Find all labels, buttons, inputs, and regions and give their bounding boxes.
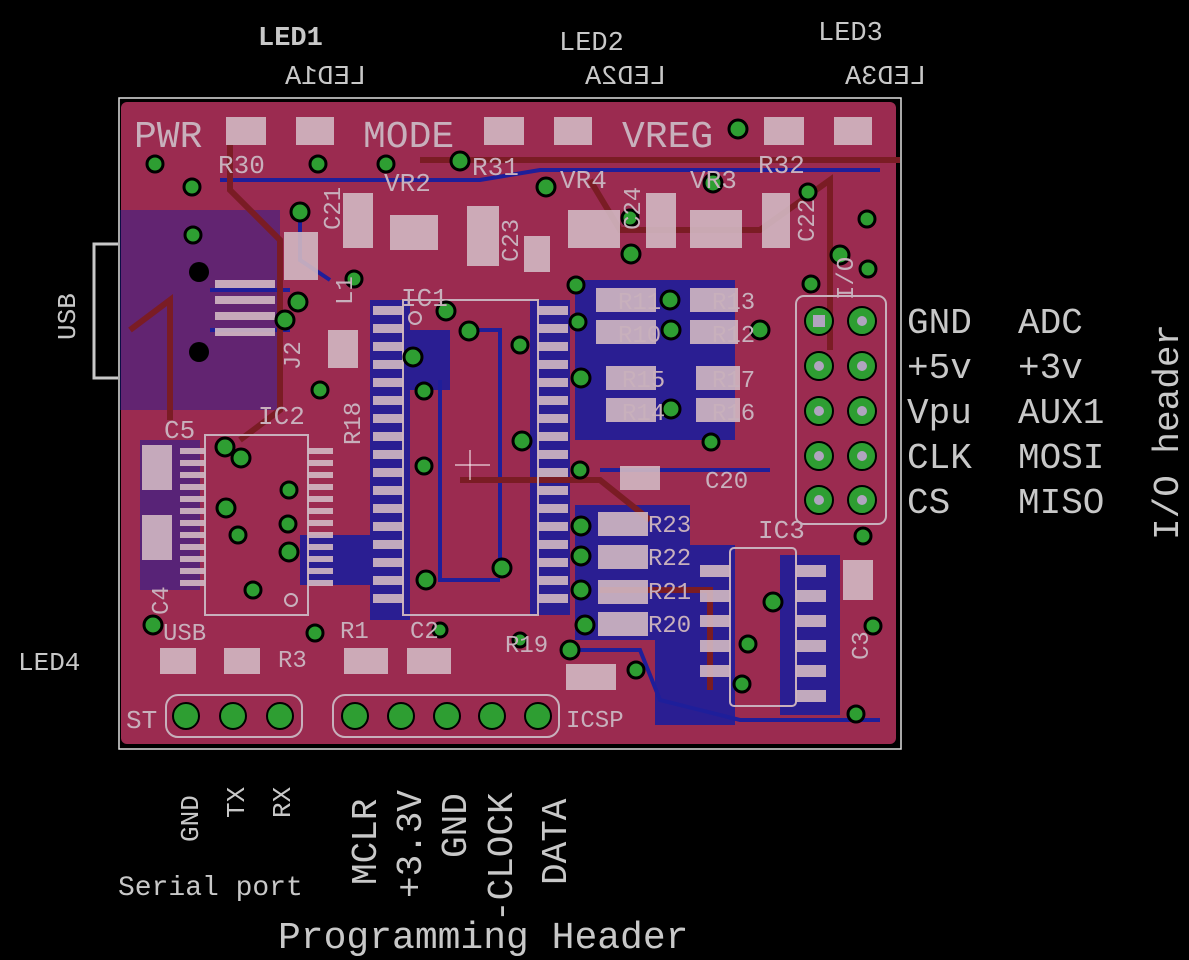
io-pin-cs: CS	[907, 483, 950, 524]
led-pads	[160, 117, 872, 674]
label-r17: R17	[712, 368, 755, 395]
label-j2: J2	[281, 341, 308, 370]
label-r15: R15	[622, 368, 665, 395]
label-pwr: PWR	[134, 116, 202, 159]
prog-pin-gnd: GND	[436, 793, 477, 858]
label-r10: R10	[618, 323, 661, 350]
ic2-footprint[interactable]	[180, 434, 333, 616]
label-r23: R23	[648, 513, 691, 540]
label-c23: C23	[499, 219, 526, 262]
usb-connector[interactable]	[92, 242, 275, 380]
prog-pin-mclr: MCLR	[346, 799, 387, 885]
io-pin-miso: MISO	[1018, 483, 1104, 524]
label-vr4: VR4	[560, 166, 607, 196]
serial-header-footprint[interactable]	[165, 694, 303, 738]
label-c21: C21	[321, 187, 348, 230]
label-usb-led: USB	[163, 621, 206, 648]
serial-port-title: Serial port	[118, 873, 303, 904]
serial-pin-gnd: GND	[176, 795, 206, 842]
programming-header-title: Programming Header	[278, 917, 688, 960]
smd-pads	[142, 193, 873, 690]
prog-pin-3v3: +3.3V	[391, 790, 432, 898]
top-traces	[210, 168, 880, 722]
serial-pin-tx: TX	[222, 786, 252, 818]
io-header-title: I/O header	[1148, 324, 1189, 540]
label-vr3: VR3	[690, 166, 737, 196]
label-led2a-mirrored: LED2A	[584, 63, 666, 93]
label-l1: L1	[333, 276, 360, 305]
vias	[142, 118, 883, 724]
prog-pin-data: DATA	[536, 798, 577, 885]
label-c3: C3	[849, 631, 876, 660]
label-c4: C4	[149, 586, 176, 615]
label-icsp: ICSP	[566, 708, 624, 735]
label-vreg: VREG	[622, 116, 713, 159]
label-r30: R30	[218, 151, 265, 181]
label-r3: R3	[278, 648, 307, 675]
label-ic3: IC3	[758, 516, 805, 546]
label-led4: LED4	[18, 648, 80, 678]
prog-pin-clock: -CLOCK	[482, 792, 523, 922]
io-pin-5v: +5v	[907, 348, 972, 389]
io-pin-vpu: Vpu	[907, 393, 972, 434]
label-ic2: IC2	[258, 402, 305, 432]
io-header-footprint[interactable]	[795, 295, 887, 525]
label-r18: R18	[341, 402, 368, 445]
label-r1: R1	[340, 619, 369, 646]
label-io: I/O	[834, 257, 861, 300]
label-ic1: IC1	[401, 284, 448, 314]
label-r32: R32	[758, 151, 805, 181]
label-r16: R16	[712, 401, 755, 428]
ic3-footprint[interactable]	[700, 547, 826, 707]
label-led2: LED2	[559, 29, 624, 59]
label-r13: R13	[712, 290, 755, 317]
label-r22: R22	[648, 546, 691, 573]
label-r31: R31	[472, 153, 519, 183]
icsp-header-footprint[interactable]	[332, 694, 560, 738]
label-c5: C5	[164, 416, 195, 446]
io-pin-gnd: GND	[907, 303, 972, 344]
label-mode: MODE	[363, 116, 454, 159]
label-led3: LED3	[818, 19, 883, 49]
serial-pin-rx: RX	[268, 786, 298, 818]
label-c20: C20	[705, 469, 748, 496]
label-r21: R21	[648, 580, 691, 607]
label-r14: R14	[622, 401, 665, 428]
io-pin-adc: ADC	[1018, 303, 1083, 344]
label-r19: R19	[505, 633, 548, 660]
io-pin-3v: +3v	[1018, 348, 1083, 389]
label-c22: C22	[795, 199, 822, 242]
board-silkscreen-labels: PWR MODE VREG R30 R31 R32 VR2 VR4 VR3 C2…	[126, 116, 876, 736]
label-usb-connector: USB	[53, 293, 83, 340]
label-led1: LED1	[258, 24, 323, 54]
io-pin-mosi: MOSI	[1018, 438, 1104, 479]
label-c24: C24	[621, 187, 648, 230]
label-r11: R11	[618, 290, 661, 317]
ic1-footprint[interactable]	[373, 299, 568, 616]
board-outline	[118, 97, 902, 750]
label-vr2: VR2	[384, 169, 431, 199]
external-labels: LED1 LED1A LED2 LED2A LED3 LED3A LED4 US…	[18, 19, 1189, 960]
label-led3a-mirrored: LED3A	[844, 63, 926, 93]
label-st: ST	[126, 706, 157, 736]
io-pin-clk: CLK	[907, 438, 972, 479]
label-r12: R12	[712, 323, 755, 350]
label-r20: R20	[648, 613, 691, 640]
label-led1a-mirrored: LED1A	[284, 63, 366, 93]
label-c2: C2	[410, 619, 439, 646]
io-pin-aux1: AUX1	[1018, 393, 1104, 434]
